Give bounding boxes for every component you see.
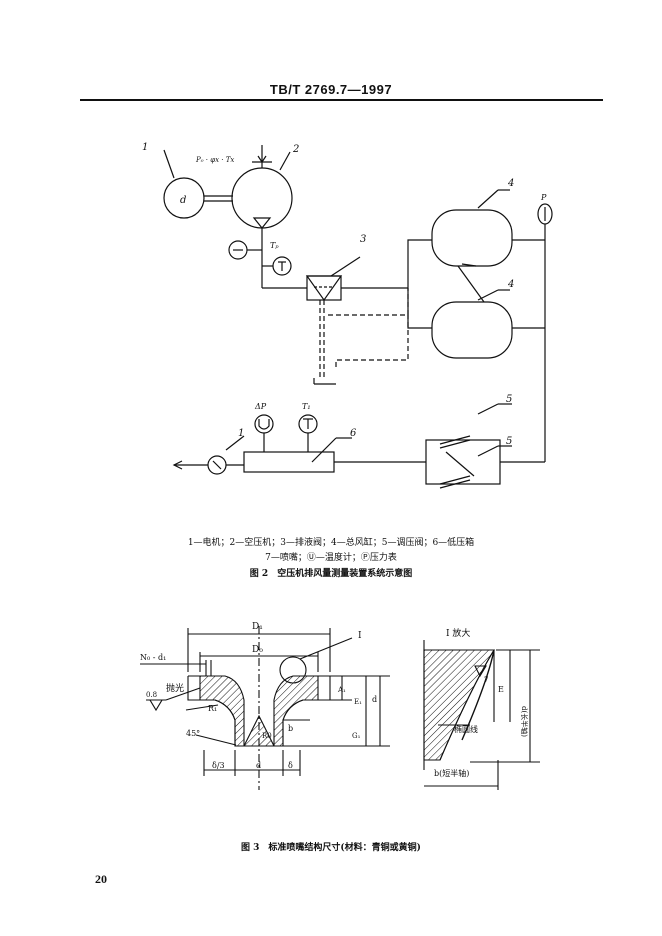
label-t1: T₁ bbox=[302, 402, 311, 411]
label-box-no: 6 bbox=[350, 428, 357, 439]
header-rule bbox=[80, 99, 603, 101]
label-tp: Tₚ bbox=[270, 241, 279, 250]
label-enlarge: I 放大 bbox=[446, 627, 470, 639]
figure-3-nozzle-section bbox=[140, 626, 390, 790]
page-number: 20 bbox=[95, 872, 107, 886]
figure-3-caption: 图 3 标准喷嘴结构尺寸(材料：青铜或黄铜) bbox=[241, 843, 421, 853]
detail-circle bbox=[279, 656, 307, 684]
label-d0: D₀ bbox=[252, 645, 263, 655]
drain-separator bbox=[306, 275, 342, 301]
label-r08: 0.8 bbox=[146, 691, 157, 699]
figure-2-legend-2: 7—喷嘴；Ⓤ—温度计；Ⓟ压力表 bbox=[265, 553, 397, 563]
label-regulator-no-b: 5 bbox=[506, 436, 512, 447]
label-short-axis: b(短半轴) bbox=[434, 768, 469, 778]
label-nozzle-no: 1 bbox=[238, 428, 244, 439]
reservoir-lower bbox=[431, 301, 513, 359]
label-regulator-no-a: 5 bbox=[506, 394, 512, 405]
dim-height-d: d bbox=[372, 695, 377, 704]
dim-delta: δ bbox=[288, 761, 293, 770]
label-compressor-no: 2 bbox=[292, 144, 299, 155]
label-ellipse: 椭圆线 bbox=[454, 724, 478, 734]
label-d1: D₁ bbox=[252, 622, 263, 632]
label-n0d1: N₀ - d₁ bbox=[140, 653, 166, 662]
figure-2-caption: 图 2 空压机排风量测量装置系统示意图 bbox=[249, 569, 413, 579]
dim-g1: G₁ bbox=[352, 732, 361, 740]
dim-a1: A₁ bbox=[337, 686, 346, 694]
figure-2-diagram bbox=[163, 145, 553, 489]
label-seven: 7 bbox=[484, 676, 488, 684]
diff-pressure-gauge bbox=[254, 414, 274, 434]
label-motor: d bbox=[180, 195, 186, 206]
label-r1: R₁ bbox=[208, 704, 217, 713]
label-reservoir-no-lower: 4 bbox=[507, 279, 514, 290]
label-motor-no: 1 bbox=[142, 142, 148, 153]
low-pressure-box bbox=[243, 451, 335, 473]
figure-3-detail-enlarged bbox=[423, 640, 540, 790]
figure-2-legend-1: 1—电机；2—空压机；3—排液阀；4—总风缸；5—调压阀；6—低压箱 bbox=[187, 538, 475, 548]
label-e: E bbox=[498, 685, 504, 694]
page-header: TB/T 2769.7—1997 bbox=[269, 82, 393, 97]
label-p: P bbox=[540, 193, 547, 202]
label-inlet-params: P₀ · φx · Tx bbox=[195, 156, 234, 164]
label-long-axis: d(长半轴) bbox=[520, 706, 529, 737]
label-separator-no: 3 bbox=[360, 234, 366, 245]
dim-e1: E₁ bbox=[354, 698, 362, 706]
pressure-gauge-p bbox=[537, 203, 553, 225]
label-polish: 抛光 bbox=[166, 682, 184, 694]
compressor-circle bbox=[231, 167, 293, 229]
label-45deg: 45° bbox=[186, 729, 200, 738]
dim-delta-third: δ/3 bbox=[212, 761, 225, 770]
label-r0: R0 bbox=[262, 732, 272, 740]
reservoir-upper bbox=[431, 209, 513, 267]
dim-d: d bbox=[256, 761, 261, 770]
compressor-valve bbox=[252, 217, 272, 229]
motor-circle bbox=[163, 177, 205, 219]
label-b: b bbox=[288, 724, 293, 733]
label-reservoir-no-upper: 4 bbox=[507, 178, 514, 189]
label-dp: ΔP bbox=[254, 402, 267, 411]
label-detail-i: I bbox=[358, 631, 362, 641]
